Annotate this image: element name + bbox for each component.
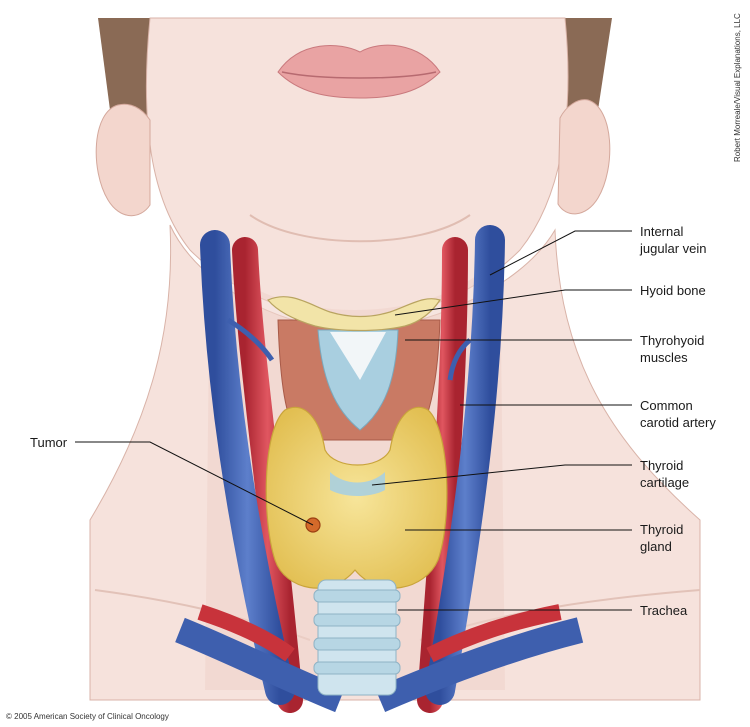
trachea-ring (313, 589, 401, 603)
label-line: Trachea (640, 603, 688, 618)
label-line: Thyroid (640, 522, 684, 537)
isthmus-cartilage (330, 472, 385, 496)
label-hyoid-bone: Hyoid bone (640, 282, 706, 299)
label-thyroid-cartilage: Thyroid cartilage (640, 457, 689, 491)
trachea-ring (313, 661, 401, 675)
subclavian-artery-left (197, 604, 295, 662)
trachea-ring (313, 637, 401, 651)
larynx (267, 296, 441, 441)
vessels (175, 225, 584, 713)
label-line: jugular vein (640, 241, 707, 256)
leader-tumor (75, 441, 314, 526)
label-line: cartilage (640, 475, 690, 490)
subclavian-vein-right (374, 617, 584, 712)
leader-thyroid-cartilage (371, 464, 632, 486)
label-tumor: Tumor (30, 434, 67, 451)
leader-lines (75, 230, 632, 611)
artist-credit: Robert Morreale/Visual Explanations, LLC (733, 13, 742, 162)
label-line: Common (640, 398, 693, 413)
artery-left (232, 237, 303, 713)
label-line: Thyroid (640, 458, 684, 473)
thyroid (265, 406, 448, 589)
trachea-ring (313, 613, 401, 627)
label-line: gland (640, 539, 672, 554)
label-line: Tumor (30, 435, 68, 450)
copyright-text: © 2005 American Society of Clinical Onco… (6, 712, 169, 721)
leader-hyoid-bone (394, 289, 632, 316)
vein-left (200, 230, 295, 705)
cartilage-highlight (330, 332, 386, 380)
ear-left (95, 103, 151, 217)
label-line: muscles (640, 350, 688, 365)
label-line: Hyoid bone (640, 283, 706, 298)
thyroid-cartilage-shape (317, 329, 399, 431)
label-thyroid-gland: Thyroid gland (640, 521, 683, 555)
thyroid-gland-shape (265, 406, 448, 589)
chin-shadow (249, 214, 471, 243)
ear-right (557, 99, 611, 215)
label-common-carotid-artery: Common carotid artery (640, 397, 716, 431)
label-line: Thyrohyoid (640, 333, 705, 348)
branch-vein-right (447, 338, 472, 381)
hyoid-bone (267, 296, 441, 332)
lip-line (281, 71, 437, 79)
label-trachea: Trachea (640, 602, 687, 619)
vein-right (425, 225, 505, 705)
branch-vein-left (226, 317, 275, 362)
label-thyrohyoid-muscles: Thyrohyoid muscles (640, 332, 704, 366)
lips (277, 44, 441, 99)
leader-internal-jugular-vein (489, 230, 632, 276)
subclavian-artery-right (426, 604, 562, 663)
label-line: Internal (640, 224, 684, 239)
trachea-rings (313, 579, 401, 696)
label-internal-jugular-vein: Internal jugular vein (640, 223, 707, 257)
artery-right (417, 237, 468, 713)
label-line: carotid artery (640, 415, 716, 430)
